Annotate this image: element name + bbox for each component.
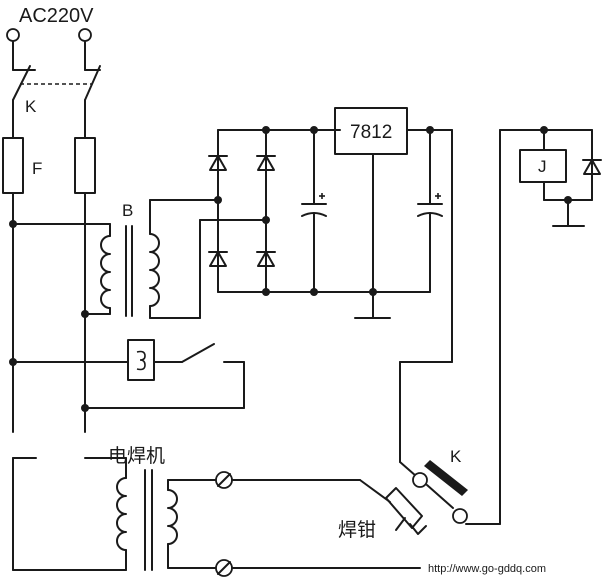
watermark-url: http://www.go-gddq.com: [428, 563, 546, 575]
transformer-label: B: [122, 201, 133, 220]
detection-contact: [412, 460, 468, 524]
junction-dots: [9, 126, 572, 412]
relay-contact-branch: [12, 339, 245, 409]
torch-label: 焊钳: [338, 519, 376, 541]
capacitors: [301, 129, 443, 293]
regulator-label: 7812: [350, 122, 392, 143]
welder-output: [215, 471, 421, 577]
regulator-7812: [334, 107, 453, 319]
welder-label: 电焊机: [108, 445, 165, 467]
bridge-rectifier: [208, 129, 431, 293]
fuse-label: F: [32, 159, 42, 178]
supply-label: AC220V: [19, 5, 94, 27]
contact-label: K: [450, 447, 462, 466]
supply-terminals: [6, 28, 92, 71]
relay-label: J: [538, 157, 547, 176]
relay-j: [465, 129, 602, 525]
welding-torch: [385, 487, 427, 535]
main-switch: [12, 65, 101, 139]
output-rail: [399, 129, 453, 477]
welder-transformer: [12, 457, 217, 571]
switch-label: K: [25, 97, 37, 116]
transformer-b: [12, 199, 267, 319]
fuses: [2, 137, 96, 433]
